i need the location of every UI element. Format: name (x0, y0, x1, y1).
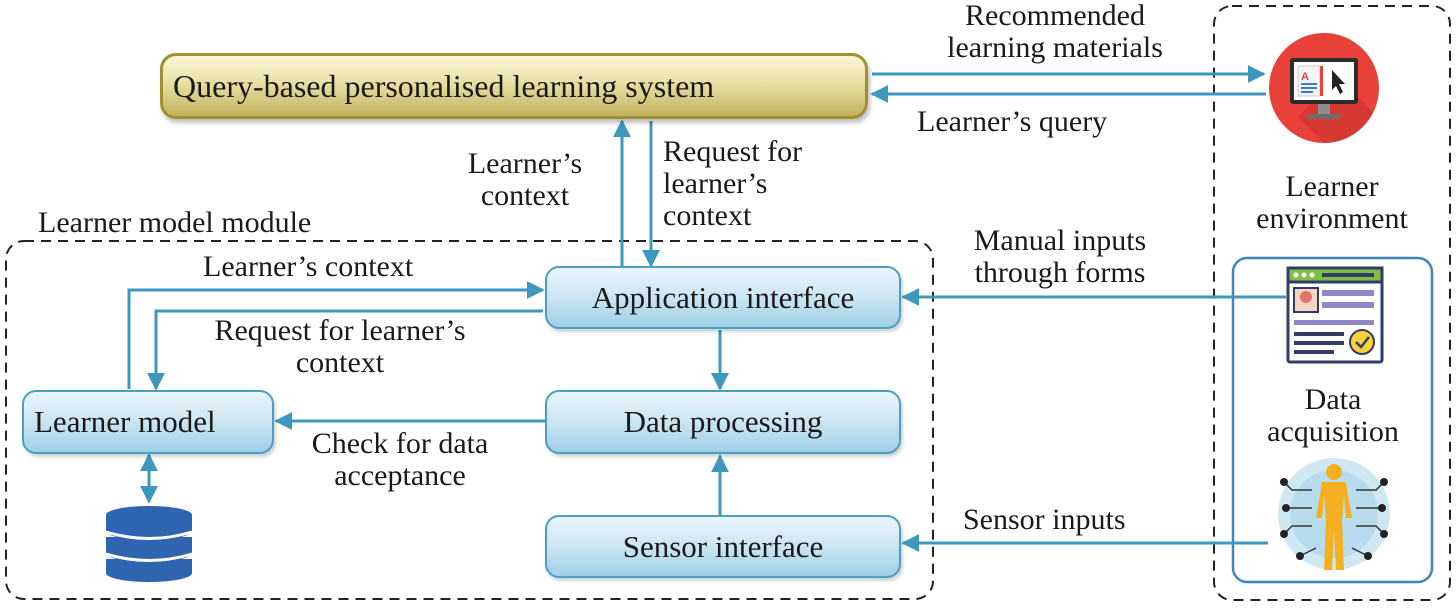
learner-model-label: Learner model (34, 404, 216, 439)
learner-environment-title: Learner environment (1222, 171, 1442, 235)
query-based-learning-system: Query-based personalised learning system (160, 53, 868, 119)
check-line1: Check for data (311, 427, 489, 460)
application-interface-node: Application interface (545, 266, 901, 329)
manual-inputs-label: Manual inputs through forms (945, 225, 1175, 289)
request-down-label: Request for learner’s context (663, 136, 802, 232)
inner-request-line2: context (295, 346, 385, 379)
database-icon (105, 506, 193, 582)
environment-line2: environment (1256, 202, 1408, 235)
inner-context-label: Learner’s context (203, 250, 414, 283)
context-up-label: Learner’s context (440, 148, 610, 212)
learner-model-node: Learner model (22, 390, 274, 454)
check-line2: acceptance (334, 459, 466, 492)
data-processing-label: Data processing (623, 404, 823, 439)
manual-line1: Manual inputs (973, 224, 1147, 257)
request-line1: Request for (663, 135, 803, 168)
recommended-materials-label: Recommended learning materials (905, 0, 1205, 64)
request-line3: context (663, 199, 752, 232)
sensor-inputs-label: Sensor inputs (963, 503, 1126, 536)
sensor-interface-label: Sensor interface (622, 528, 824, 564)
learners-query-label: Learner’s query (917, 105, 1108, 138)
learner-model-module-border (5, 240, 934, 600)
arrow-inner-context (127, 281, 545, 389)
inner-request-label: Request for learner’s context (180, 315, 500, 379)
form-icon (1286, 266, 1384, 364)
inner-request-line1: Request for learner’s (214, 314, 466, 347)
arrow-inner-request (147, 309, 543, 391)
body-sensor-icon (1278, 458, 1390, 570)
check-acceptance-label: Check for data acceptance (285, 428, 515, 492)
module-title: Learner model module (38, 206, 312, 239)
data-acquisition-border (1231, 256, 1434, 584)
recommended-line1: Recommended (965, 0, 1145, 32)
svg-text:A: A (1301, 71, 1309, 83)
environment-line1: Learner (1285, 170, 1379, 203)
recommended-line2: learning materials (947, 31, 1163, 64)
request-line2: learner’s (663, 167, 768, 200)
data-processing-node: Data processing (545, 390, 901, 454)
context-up-line1: Learner’s (467, 147, 583, 180)
acquisition-line1: Data (1304, 383, 1362, 416)
sensor-interface-node: Sensor interface (545, 515, 901, 578)
context-up-line2: context (480, 179, 570, 212)
monitor-book-icon: A (1269, 33, 1379, 143)
acquisition-line2: acquisition (1267, 415, 1399, 448)
system-title: Query-based personalised learning system (173, 67, 715, 104)
data-acquisition-title: Data acquisition (1236, 384, 1430, 448)
application-interface-label: Application interface (591, 279, 855, 315)
manual-line2: through forms (974, 256, 1146, 289)
